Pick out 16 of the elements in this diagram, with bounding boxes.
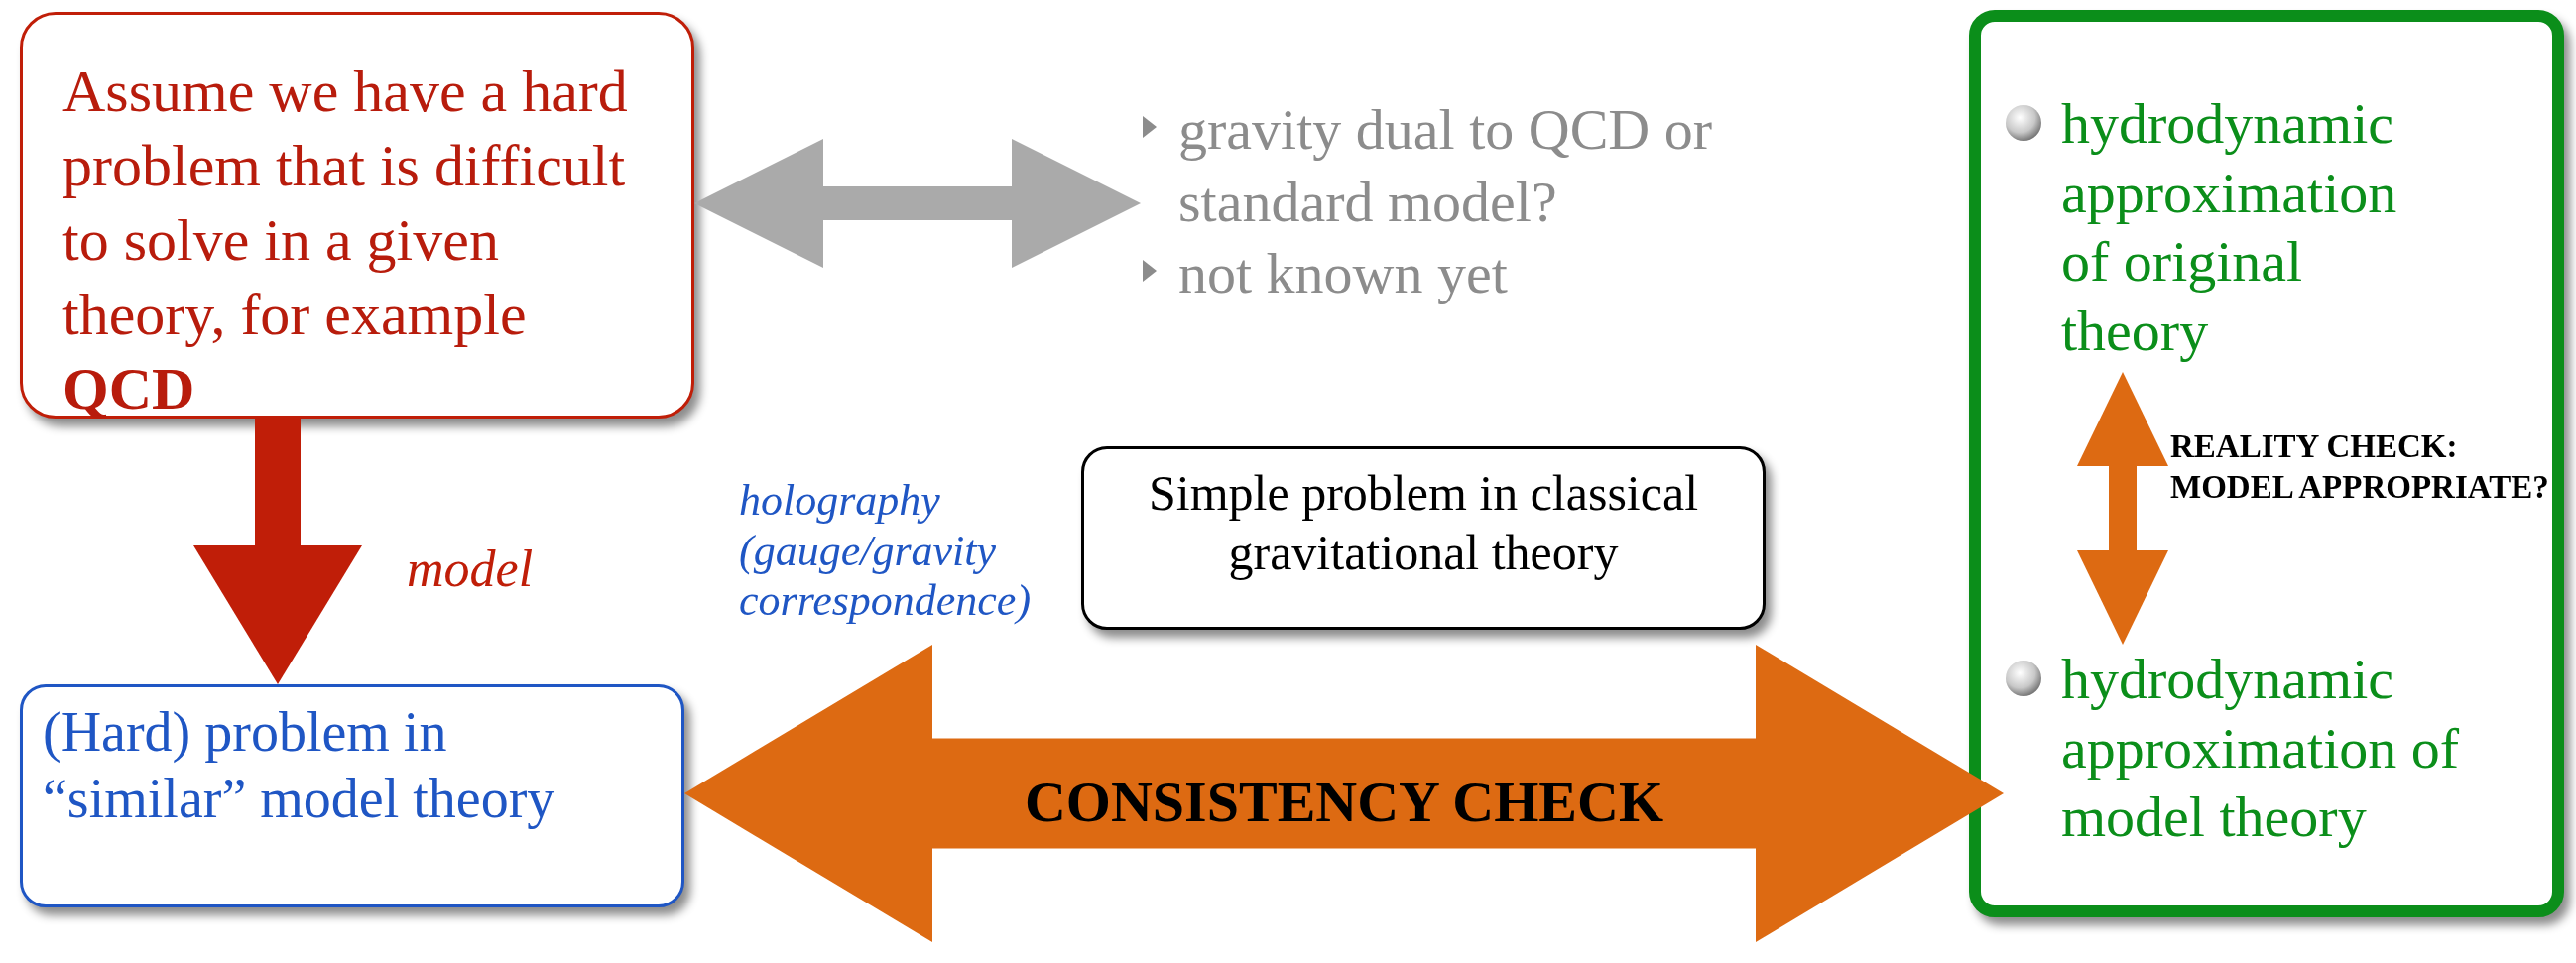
note-line: gravity dual to QCD or standard model? [1178,97,1713,234]
arrow [684,645,2004,942]
note-line: not known yet [1178,241,1508,305]
problem-box: (Hard) problem in “similar” model theory [20,684,684,907]
problem-box: Simple problem in classical gravitational theory [1081,446,1766,630]
edge-label: CONSISTENCY CHECK [1023,769,1664,836]
result-panel [1969,10,2564,917]
method-label: holography (gauge/gravity correspondence) [739,476,1033,627]
problem-box: Assume we have a hard problem that is difficult to solve in a given theory, for example QCD [20,12,694,419]
edge-label: REALITY CHECK: MODEL APPROPRIATE? [2170,427,2550,508]
arrow [2077,372,2168,645]
item-text: hydrodynamic approximation of original theory [2061,91,2397,363]
arrow [694,139,1141,268]
item-text: hydrodynamic approximation of model theory [2061,647,2460,850]
edge-label: model [407,540,535,599]
arrow [193,419,362,684]
